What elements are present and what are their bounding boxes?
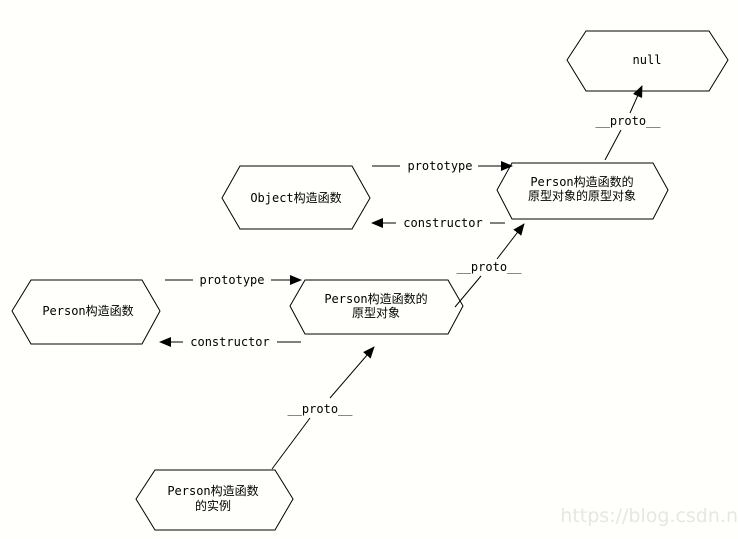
node-person-prototype-line2: 原型对象	[352, 306, 400, 320]
edge-object-prototype: prototype	[372, 159, 513, 173]
node-object-constructor: Object构造函数	[221, 165, 371, 230]
node-null-label: null	[633, 53, 662, 67]
node-person-constructor: Person构造函数	[11, 279, 161, 345]
node-null: null	[566, 30, 729, 92]
edge-person-prototype: prototype	[165, 273, 302, 287]
edge-person-constructor: constructor	[159, 335, 301, 349]
edge-proto-to-null-label: __proto__	[595, 114, 661, 128]
edge-person-proto-to-proto-of-proto: __proto__	[454, 223, 525, 308]
node-person-instance-line1: Person构造函数	[167, 483, 258, 498]
node-person-instance-line2: 的实例	[195, 498, 231, 513]
node-person-constructor-label: Person构造函数	[42, 303, 133, 318]
node-person-proto-of-proto-line2: 原型对象的原型对象	[528, 188, 636, 203]
edge-proto-to-null: __proto__	[595, 85, 661, 161]
edge-instance-to-person-proto-label: __proto__	[287, 402, 353, 416]
edge-instance-to-person-proto: __proto__	[271, 346, 375, 470]
node-person-prototype: Person构造函数的 原型对象	[289, 279, 464, 335]
edge-object-prototype-label: prototype	[407, 159, 472, 173]
watermark-text: https://blog.csdn.n	[560, 505, 738, 527]
node-person-instance: Person构造函数 的实例	[135, 469, 294, 531]
node-person-prototype-line1: Person构造函数的	[324, 291, 427, 306]
node-object-constructor-label: Object构造函数	[250, 190, 341, 205]
edge-object-constructor: constructor	[371, 216, 505, 230]
edge-person-constructor-label: constructor	[190, 335, 269, 349]
edge-object-constructor-label: constructor	[403, 216, 482, 230]
node-person-proto-of-proto-line1: Person构造函数的	[530, 174, 633, 189]
edge-person-proto-to-proto-of-proto-label: __proto__	[456, 260, 522, 274]
node-person-proto-of-proto: Person构造函数的 原型对象的原型对象	[496, 162, 669, 220]
edge-person-prototype-label: prototype	[199, 273, 264, 287]
